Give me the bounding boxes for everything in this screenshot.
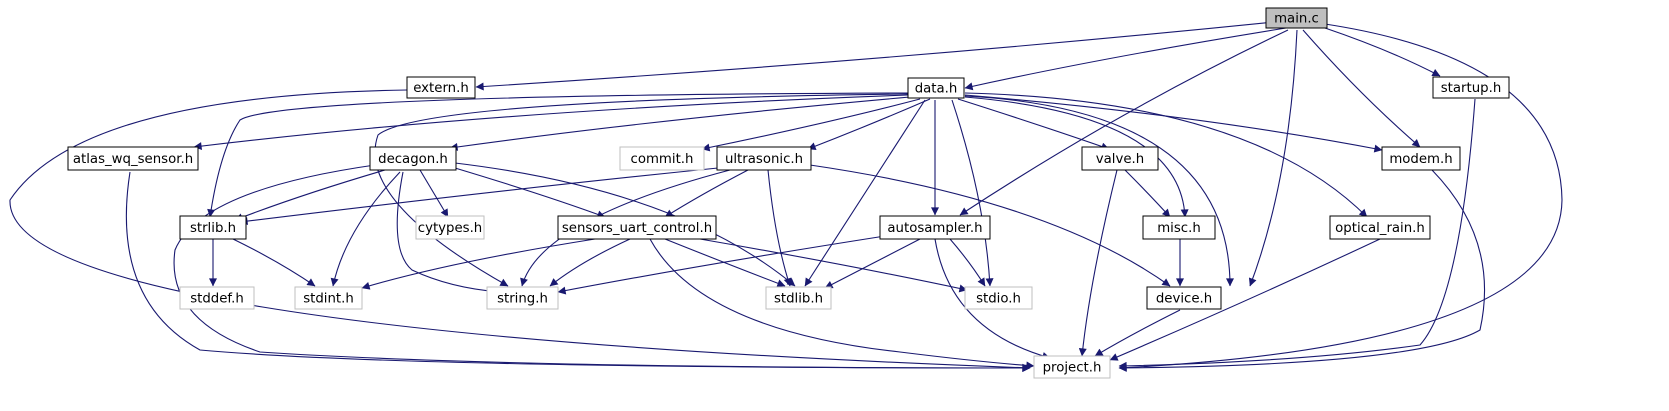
edge-ultrasonic-strlib	[239, 167, 719, 226]
node-label: stdlib.h	[774, 292, 823, 307]
edge-autosampler-project	[934, 238, 1051, 360]
node-valve-h[interactable]: valve.h	[1081, 146, 1159, 171]
node-label: optical_rain.h	[1335, 221, 1425, 236]
node-stdlib-h[interactable]: stdlib.h	[765, 286, 832, 310]
edge-data-strlib	[207, 92, 909, 218]
edge-sensors-stdio	[699, 238, 968, 293]
node-strlib-h[interactable]: strlib.h	[179, 215, 247, 240]
node-label: string.h	[497, 292, 548, 307]
edge-main-modem	[1302, 29, 1421, 148]
edge-sensors-string	[549, 238, 631, 287]
edge-data-ultrasonic	[807, 98, 931, 150]
edge-decagon-project	[173, 164, 1031, 372]
node-label: cytypes.h	[418, 221, 482, 236]
edge-startup-project	[1118, 98, 1476, 370]
edge-ultrasonic-stdlib	[767, 169, 792, 287]
edge-autosampler-stdio	[949, 238, 986, 287]
edge-decagon-stdlib	[454, 162, 796, 287]
edge-decagon-cytypes	[419, 169, 449, 218]
node-cytypes-h[interactable]: cytypes.h	[415, 215, 485, 240]
edge-data-modem	[964, 94, 1383, 153]
node-label: main.c	[1274, 12, 1319, 27]
node-label: ultrasonic.h	[725, 152, 803, 167]
edge-device-project	[1094, 309, 1181, 357]
node-label: decagon.h	[378, 152, 448, 167]
edge-valve-misc	[1124, 169, 1171, 218]
node-label: commit.h	[631, 152, 694, 167]
node-label: atlas_wq_sensor.h	[73, 152, 193, 167]
node-extern-h[interactable]: extern.h	[406, 76, 476, 99]
node-label: extern.h	[413, 81, 469, 96]
node-data-h[interactable]: data.h	[907, 77, 965, 99]
edge-main-project	[1118, 23, 1563, 372]
edge-strlib-stdint	[232, 238, 316, 287]
edge-data-commit	[701, 98, 921, 152]
edge-modem-project	[1118, 169, 1486, 372]
node-label: valve.h	[1096, 152, 1144, 167]
edge-valve-project	[1078, 169, 1118, 357]
edge-decagon-sensors	[454, 167, 606, 219]
edge-data-misc	[964, 96, 1189, 218]
node-label: data.h	[915, 82, 958, 97]
node-decagon-h[interactable]: decagon.h	[369, 146, 457, 171]
edge-sensors-project	[649, 238, 1035, 370]
node-stddef-h[interactable]: stddef.h	[179, 286, 255, 310]
node-startup-h[interactable]: startup.h	[1432, 76, 1510, 99]
node-label: autosampler.h	[887, 221, 982, 236]
node-modem-h[interactable]: modem.h	[1381, 146, 1461, 171]
node-label: stdint.h	[303, 292, 354, 307]
edge-ultrasonic-sensors	[664, 169, 749, 218]
node-label: strlib.h	[190, 221, 236, 236]
node-atlas-wq-sensor-h[interactable]: atlas_wq_sensor.h	[67, 146, 199, 171]
edge-data-stdio	[951, 99, 994, 287]
edge-data-stdlib	[804, 99, 926, 287]
edge-autosampler-string	[557, 235, 886, 295]
node-ultrasonic-h[interactable]: ultrasonic.h	[716, 146, 812, 171]
node-label: startup.h	[1441, 81, 1502, 96]
edge-extern-project	[9, 89, 1031, 372]
node-stdint-h[interactable]: stdint.h	[294, 286, 363, 310]
node-label: misc.h	[1157, 221, 1201, 236]
edge-data-optical-rain	[964, 92, 1368, 218]
node-label: sensors_uart_control.h	[562, 221, 712, 236]
node-label: project.h	[1043, 361, 1102, 376]
edge-ultrasonic-device	[809, 164, 1171, 287]
edge-data-string	[374, 93, 909, 287]
edge-main-autosampler	[959, 29, 1289, 216]
node-device-h[interactable]: device.h	[1146, 286, 1222, 310]
edge-decagon-strlib	[234, 169, 386, 222]
node-string-h[interactable]: string.h	[486, 286, 559, 310]
node-stdio-h[interactable]: stdio.h	[964, 286, 1033, 310]
edge-data-device	[964, 95, 1234, 287]
file-nodes: main.c extern.h data.h startup.h atlas_w…	[67, 7, 1510, 379]
node-commit-h[interactable]: commit.h	[619, 146, 705, 171]
node-main-c[interactable]: main.c	[1265, 7, 1328, 29]
node-label: device.h	[1156, 292, 1212, 307]
edge-sensors-stdlib	[664, 238, 786, 288]
node-misc-h[interactable]: misc.h	[1142, 215, 1216, 240]
node-label: stddef.h	[190, 292, 244, 307]
edge-main-data	[964, 27, 1287, 91]
edge-decagon-stdint	[330, 171, 401, 287]
node-label: modem.h	[1389, 152, 1452, 167]
edge-data-atlas	[193, 94, 909, 151]
node-label: stdio.h	[976, 292, 1021, 307]
edge-atlas-project	[125, 171, 1031, 372]
node-autosampler-h[interactable]: autosampler.h	[879, 215, 991, 240]
edge-data-valve	[957, 98, 1110, 151]
edge-data-decagon	[449, 96, 911, 151]
dependency-edges	[9, 21, 1563, 372]
edge-main-startup	[1324, 27, 1441, 77]
edge-autosampler-stdlib	[824, 238, 921, 289]
edge-main-extern	[475, 21, 1275, 91]
edge-decagon-string	[396, 171, 501, 296]
edge-optical-rain-project	[1109, 238, 1381, 361]
node-project-h[interactable]: project.h	[1033, 355, 1111, 379]
node-optical-rain-h[interactable]: optical_rain.h	[1329, 215, 1431, 240]
edge-sensors-stdint	[361, 238, 596, 290]
node-sensors-uart-control-h[interactable]: sensors_uart_control.h	[557, 215, 717, 240]
edge-main-device	[1248, 29, 1298, 287]
